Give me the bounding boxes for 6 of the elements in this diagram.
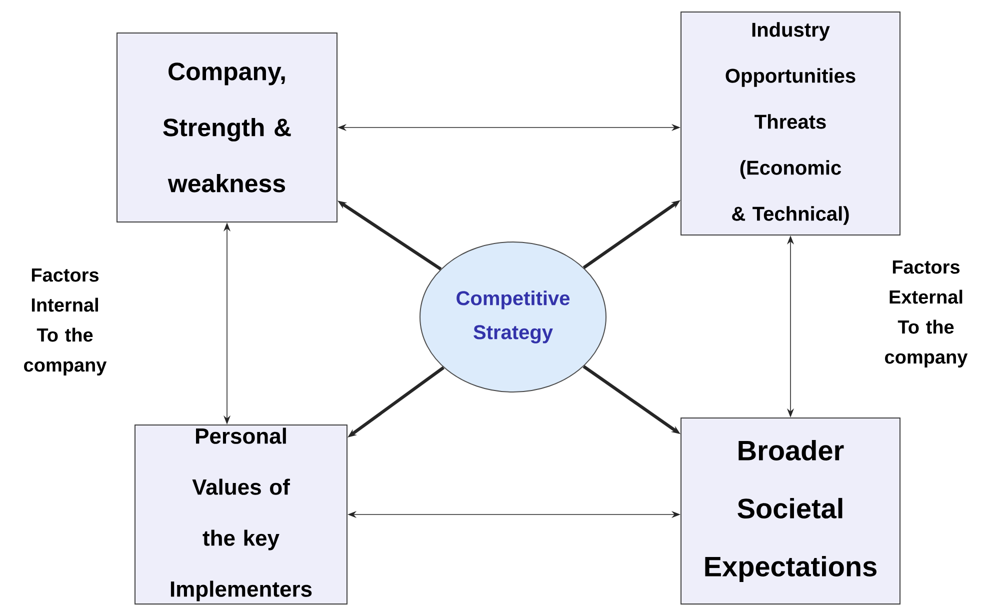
side-note: Factors Internal To the company — [24, 268, 107, 376]
factor-box: Company, Strength & weakness — [116, 32, 338, 222]
side-note: Factors External To the company — [885, 260, 968, 368]
factor-box: Broader Societal Expectations — [680, 418, 900, 604]
factor-box: Industry Opportunities Threats (Economic & Technical) — [680, 12, 900, 236]
factor-box: Personal Values of the key Implementers — [134, 424, 348, 604]
